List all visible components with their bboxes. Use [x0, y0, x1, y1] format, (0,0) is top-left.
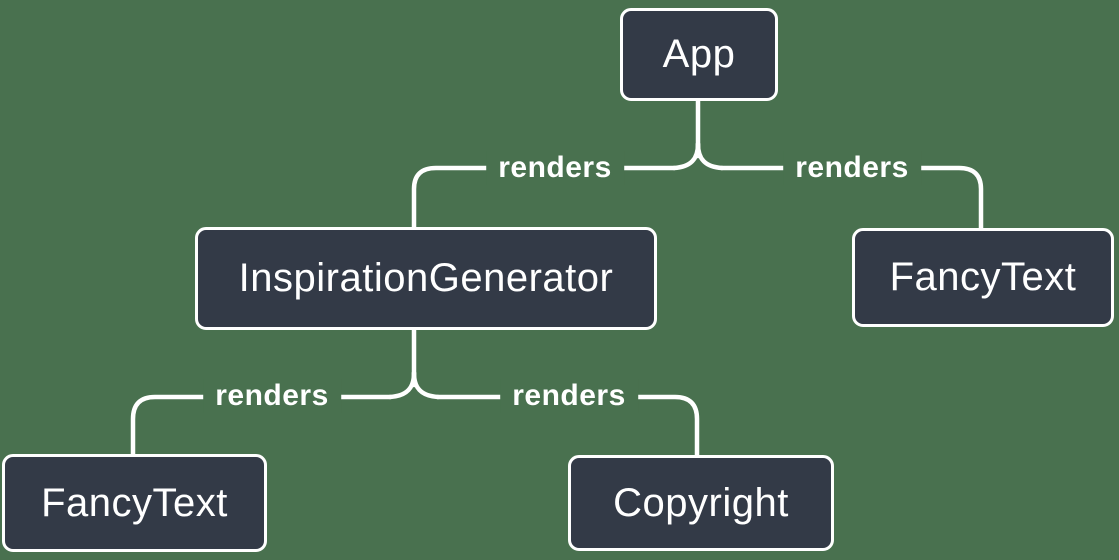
- edge-ig-fork-right-flare: [411, 370, 441, 400]
- node-fancy-text-top-label: FancyText: [889, 255, 1077, 299]
- edge-label-app-fancy-text: renders: [783, 151, 921, 185]
- edge-app-fork-right-flare: [695, 141, 725, 171]
- edge-inspiration-generator-to-copyright: [435, 394, 700, 458]
- node-copyright: Copyright: [568, 455, 834, 551]
- node-inspiration-generator-label: InspirationGenerator: [238, 256, 614, 300]
- edge-label-app-inspiration-generator: renders: [486, 151, 624, 185]
- edge-app-fork-left-flare: [671, 141, 701, 171]
- edge-label-ig-fancy-text: renders: [203, 379, 341, 413]
- edge-app-to-fancy-text: [719, 165, 984, 231]
- node-copyright-label: Copyright: [613, 480, 789, 525]
- node-app-label: App: [662, 32, 736, 76]
- node-fancy-text-bottom: FancyText: [2, 454, 267, 552]
- node-fancy-text-top: FancyText: [852, 228, 1114, 327]
- edge-app-to-inspiration-generator: [411, 165, 677, 230]
- edge-label-ig-copyright: renders: [500, 379, 638, 413]
- edges-from-app: [411, 98, 984, 231]
- edge-inspiration-generator-to-fancy-text: [130, 394, 393, 457]
- node-app: App: [620, 8, 778, 101]
- node-inspiration-generator: InspirationGenerator: [195, 227, 657, 330]
- edges-from-inspiration-generator: [130, 327, 700, 458]
- node-fancy-text-bottom-label: FancyText: [41, 480, 228, 525]
- edge-ig-fork-left-flare: [387, 370, 417, 400]
